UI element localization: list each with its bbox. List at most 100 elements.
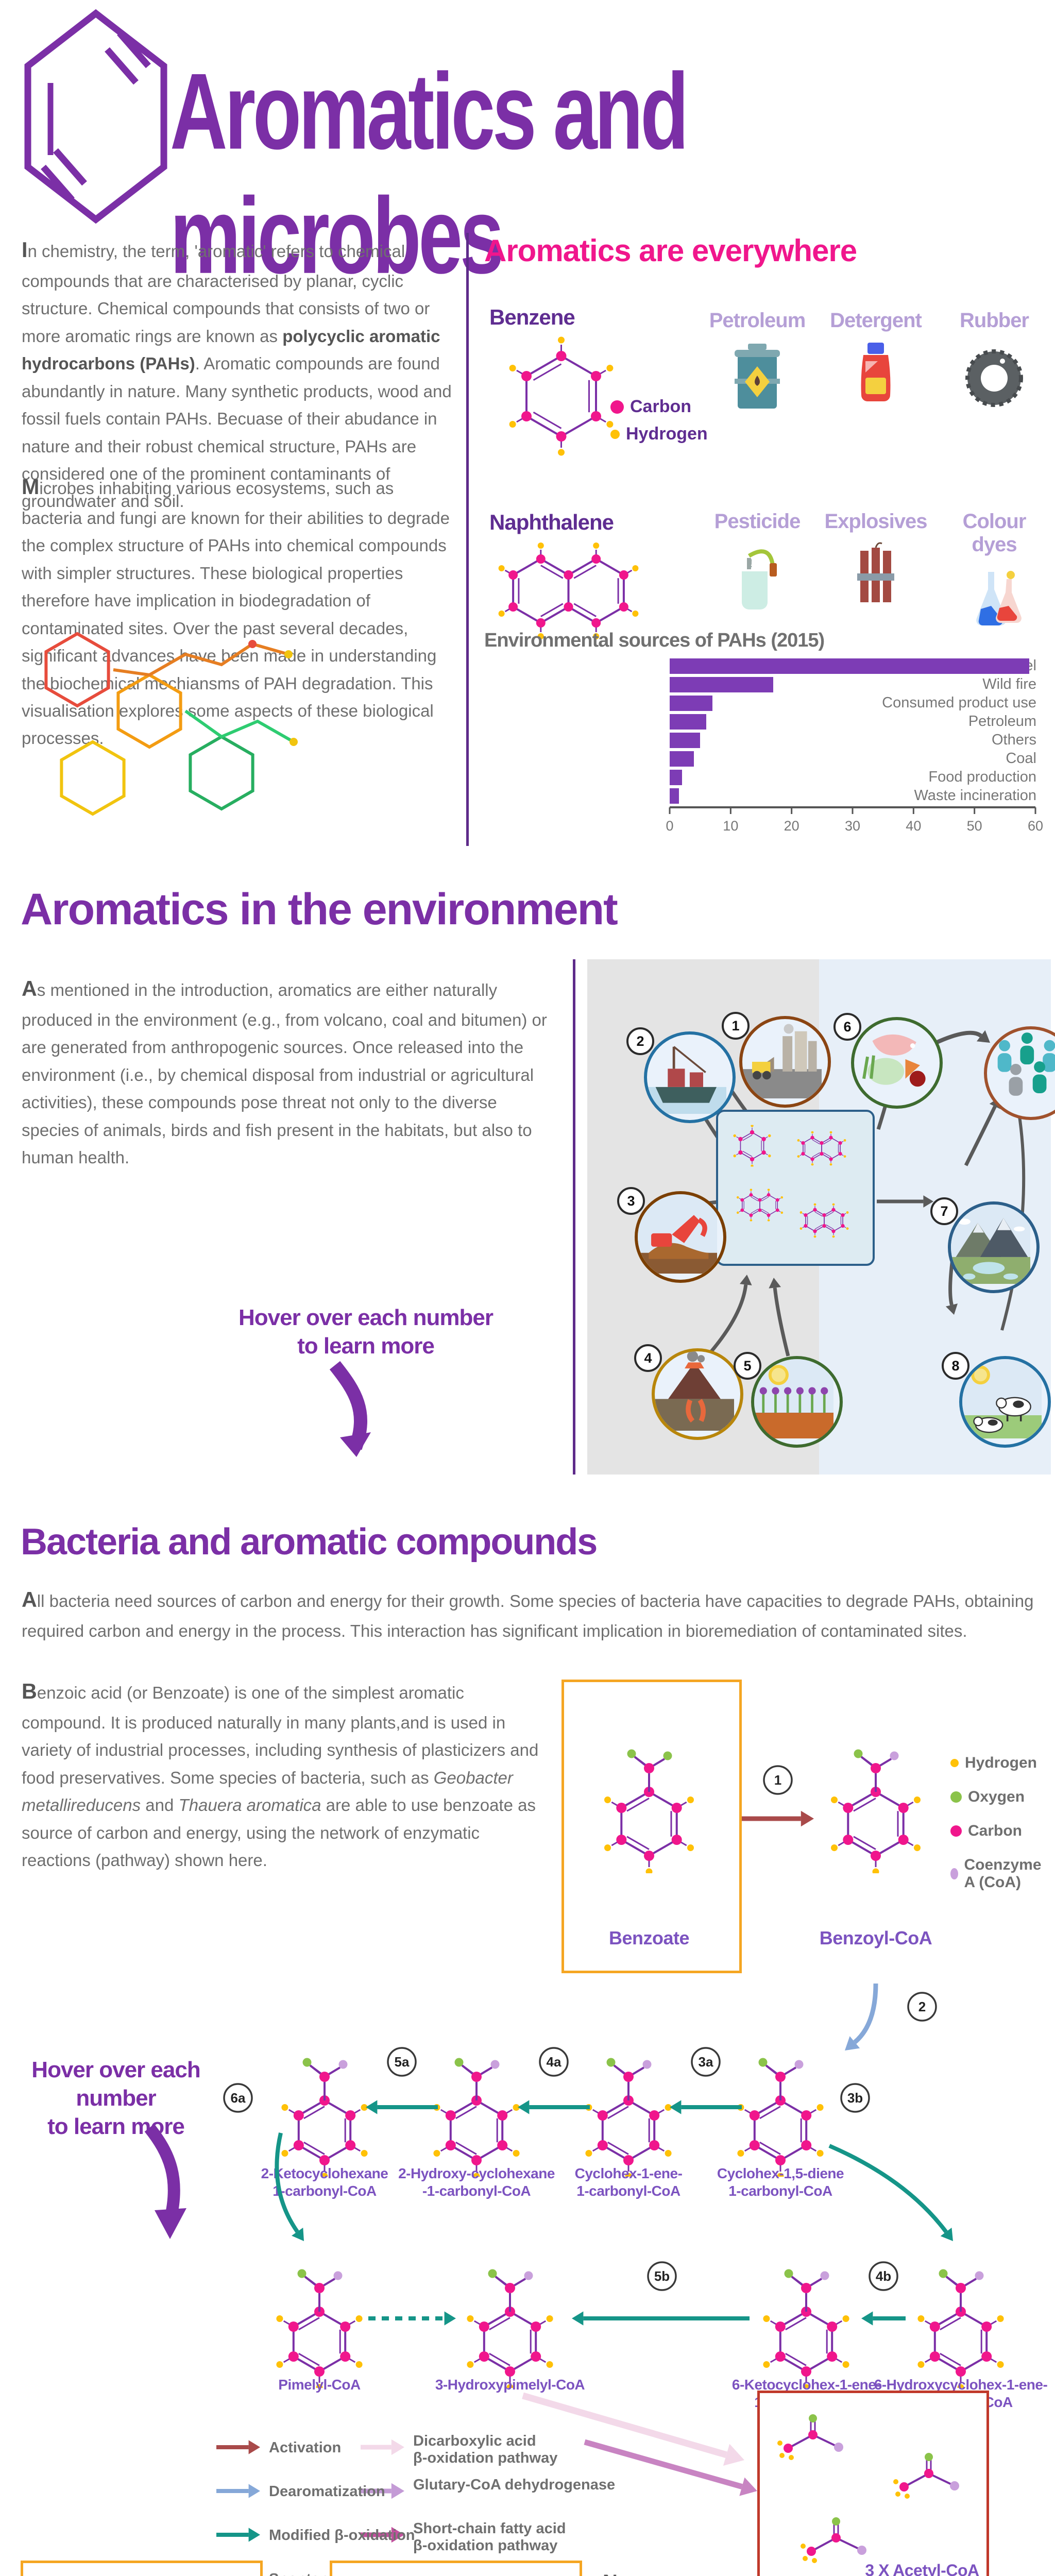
env-node-1[interactable] bbox=[739, 1016, 831, 1108]
bar-row: Food production bbox=[484, 769, 1041, 785]
pimelyl-molecule bbox=[264, 2249, 375, 2388]
bacteria-paragraph-1: All bacteria need sources of carbon and … bbox=[22, 1588, 1034, 1640]
env-node-number-2[interactable]: 2 bbox=[626, 1027, 654, 1055]
bar-7[interactable] bbox=[670, 788, 679, 804]
step-circle-3a[interactable]: 3a bbox=[691, 2047, 721, 2077]
everywhere-item: Rubber bbox=[940, 309, 1048, 417]
env-node-number-7[interactable]: 7 bbox=[930, 1197, 958, 1225]
atom-dot-icon bbox=[950, 1759, 959, 1767]
hydroxypimelyl-molecule bbox=[455, 2249, 566, 2388]
benzoate-label: Benzoate bbox=[608, 1927, 690, 1948]
atom-legend-label: Hydrogen bbox=[626, 424, 708, 444]
environment-paragraph: As mentioned in the introduction, aromat… bbox=[22, 977, 547, 1167]
step-circle-4b[interactable]: 4b bbox=[869, 2261, 898, 2291]
atom-legend-carbon: Carbon bbox=[610, 397, 708, 417]
everywhere-item: Explosives bbox=[822, 510, 930, 618]
step-circle-6a[interactable]: 6a bbox=[223, 2083, 253, 2113]
step-circle-3b[interactable]: 3b bbox=[840, 2083, 870, 2113]
keto-molecule bbox=[269, 2038, 380, 2177]
chart-title: Environmental sources of PAHs (2015) bbox=[484, 630, 825, 651]
bar-category-label: Food production bbox=[928, 769, 1036, 785]
everywhere-item-label: Colour dyes bbox=[962, 510, 1027, 556]
everywhere-item-label: Explosives bbox=[824, 510, 927, 533]
step-circle-5b[interactable]: 5b bbox=[647, 2261, 677, 2291]
intro-paragraph-2: Microbes inhabiting various ecosystems, … bbox=[22, 475, 450, 748]
step-circle-5a[interactable]: 5a bbox=[387, 2047, 417, 2077]
bar-0[interactable] bbox=[670, 658, 1030, 674]
bar-3[interactable] bbox=[670, 714, 706, 730]
env-node-people[interactable] bbox=[984, 1026, 1055, 1120]
acetyl-label: 3 X Acetyl-CoA bbox=[865, 2561, 979, 2576]
ene-molecule bbox=[573, 2038, 684, 2177]
section-divider-2 bbox=[573, 959, 575, 1475]
step-circle-2[interactable]: 2 bbox=[907, 1992, 937, 2022]
bar-5[interactable] bbox=[670, 751, 694, 767]
pathway-atom-legend-1: Oxygen bbox=[950, 1788, 1025, 1806]
svg-text:5b: 5b bbox=[654, 2268, 670, 2284]
env-node-4[interactable] bbox=[652, 1348, 743, 1440]
env-node-number-4[interactable]: 4 bbox=[634, 1344, 662, 1372]
dye-flasks-icon bbox=[940, 564, 1048, 641]
environment-title: Aromatics in the environment bbox=[21, 885, 618, 934]
bar-1[interactable] bbox=[670, 677, 774, 692]
acetyl-coa-molecule bbox=[889, 2450, 966, 2506]
bacteria-title: Bacteria and aromatic compounds bbox=[21, 1521, 598, 1563]
bar-category-label: Coal bbox=[1006, 750, 1036, 767]
hydroxy-molecule bbox=[421, 2038, 532, 2177]
methyl-naphthalene-box bbox=[330, 2561, 582, 2576]
bar-category-label: Wild fire bbox=[982, 676, 1036, 692]
step-circle-1[interactable]: 1 bbox=[763, 1765, 793, 1795]
step-circle-4a[interactable]: 4a bbox=[539, 2047, 569, 2077]
env-node-8[interactable] bbox=[959, 1356, 1051, 1448]
compound-label: Cyclohex-1-ene-1-carbonyl-CoA bbox=[574, 2165, 683, 2199]
env-node-number-6[interactable]: 6 bbox=[833, 1013, 861, 1041]
everywhere-item-label: Detergent bbox=[830, 309, 922, 332]
env-node-5[interactable] bbox=[751, 1356, 843, 1448]
environment-diagram: 1 2 3 4 5 6 7 8 bbox=[587, 959, 1055, 1475]
benzene-label: Benzene bbox=[489, 305, 575, 329]
atom-dot-icon bbox=[950, 1825, 962, 1837]
compound-label: Pimelyl-CoA bbox=[278, 2377, 361, 2393]
env-node-number-8[interactable]: 8 bbox=[942, 1352, 969, 1380]
svg-text:4a: 4a bbox=[547, 2054, 561, 2070]
svg-text:3b: 3b bbox=[847, 2090, 863, 2106]
x-tick-label: 60 bbox=[1027, 818, 1044, 834]
benzoate-box bbox=[561, 1680, 742, 1973]
pesticide-sprayer-icon: ! bbox=[703, 540, 811, 618]
env-node-7[interactable] bbox=[948, 1201, 1040, 1293]
compound-label: 2-Hydroxy-cyclohexane-1-carbonyl-CoA bbox=[398, 2165, 555, 2199]
everywhere-item: Detergent bbox=[822, 309, 930, 417]
env-node-number-5[interactable]: 5 bbox=[734, 1352, 761, 1380]
env-node-2[interactable] bbox=[644, 1031, 736, 1123]
bar-2[interactable] bbox=[670, 696, 712, 711]
bar-6[interactable] bbox=[670, 770, 682, 785]
pah-naphthalene bbox=[731, 1189, 789, 1222]
naphthalene-molecule bbox=[479, 540, 658, 642]
decorative-molecules bbox=[21, 608, 319, 845]
pathway-atom-legend-0: Hydrogen bbox=[950, 1754, 1037, 1772]
env-node-3[interactable] bbox=[635, 1191, 726, 1283]
env-node-number-3[interactable]: 3 bbox=[617, 1187, 645, 1215]
bar-4[interactable] bbox=[670, 733, 701, 748]
bar-row: Petroleum bbox=[484, 713, 1041, 730]
env-node-number-1[interactable]: 1 bbox=[722, 1012, 750, 1040]
atom-legend-label: Carbon bbox=[630, 397, 691, 416]
svg-text:1: 1 bbox=[774, 1772, 781, 1788]
pah-phenanthrene bbox=[792, 1131, 852, 1166]
everywhere-item-label: Pesticide bbox=[714, 510, 801, 533]
arrow-legend-label: Activation bbox=[269, 2439, 342, 2456]
detergent-bottle-icon bbox=[822, 340, 930, 417]
svg-text:5a: 5a bbox=[395, 2054, 410, 2070]
everywhere-item: Pesticide ! bbox=[703, 510, 811, 618]
everywhere-item-label: Rubber bbox=[960, 309, 1029, 332]
diene-molecule bbox=[725, 2038, 836, 2177]
acetyl-coa-molecule bbox=[796, 2514, 873, 2571]
env-node-6[interactable] bbox=[851, 1017, 943, 1109]
benzoyl-coa-label: Benzoyl-CoA bbox=[819, 1927, 932, 1948]
methyl-naphthalene-molecule bbox=[379, 2564, 529, 2576]
pathway-atom-legend-2: Carbon bbox=[950, 1822, 1022, 1840]
